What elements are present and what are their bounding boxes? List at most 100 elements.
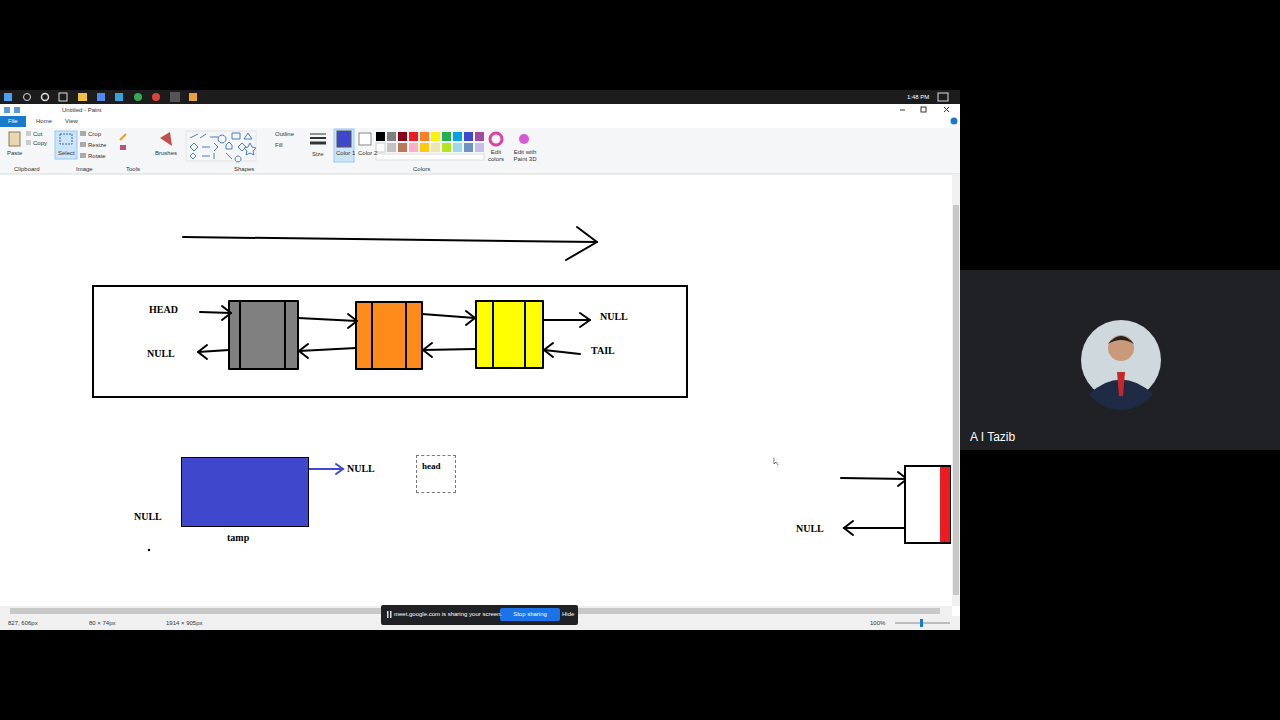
linked-list-illustration	[222, 306, 231, 320]
ribbon-group: Image	[76, 166, 93, 173]
ribbon-group: Tools	[126, 166, 140, 173]
node-text: head	[422, 462, 441, 472]
scrollbars-status	[0, 174, 960, 630]
ribbon-icons	[376, 132, 484, 160]
ribbon-icons	[387, 132, 396, 141]
paint-window	[0, 174, 960, 175]
node-text: NULL	[600, 311, 628, 322]
ribbon-icons	[398, 143, 407, 152]
ribbon-icons	[442, 143, 451, 152]
ribbon-button: Color 1	[336, 150, 355, 157]
ribbon-icons	[376, 132, 385, 141]
participant-tile	[1081, 320, 1161, 400]
ribbon-icons	[442, 132, 451, 141]
temp-node-sketch	[148, 458, 950, 551]
paint-window	[951, 118, 958, 125]
status-text: 100%	[870, 620, 885, 627]
ribbon-icons	[453, 143, 462, 152]
temp-node-sketch	[336, 464, 343, 474]
linked-list-illustration	[299, 348, 356, 351]
participant-tile	[960, 270, 1280, 450]
ribbon-icons	[9, 132, 20, 146]
text-selection-box: head	[416, 455, 456, 493]
meet-share-bar	[390, 611, 392, 618]
ribbon-icons	[453, 132, 462, 141]
linked-list-illustration	[298, 318, 357, 321]
ribbon-button: Select	[58, 150, 75, 157]
ribbon-button: Fill	[275, 142, 283, 149]
linked-list-illustration	[422, 314, 475, 318]
ribbon-icons	[376, 154, 484, 160]
linked-list-illustration	[183, 227, 597, 369]
linked-list-illustration	[405, 302, 407, 369]
ribbon-icons	[80, 131, 86, 136]
temp-node-sketch	[844, 527, 905, 529]
ribbon-button: Size	[312, 151, 324, 158]
menu-tab: File	[8, 118, 18, 125]
ribbon-group: Shapes	[234, 166, 254, 173]
meet-share-bar	[381, 605, 578, 625]
temp-node-sketch	[844, 521, 853, 535]
ribbon-icons	[464, 132, 473, 141]
ribbon-group: Colors	[413, 166, 430, 173]
ribbon-icons	[475, 132, 484, 141]
status-text: 827, 606px	[8, 620, 38, 627]
participant-tile	[960, 270, 1280, 450]
ribbon-icons	[60, 134, 72, 144]
ribbon-button: Brushes	[155, 150, 177, 157]
ribbon-icons	[120, 145, 126, 150]
ribbon-icons	[337, 131, 351, 147]
hide-button: Hide	[562, 611, 574, 618]
ribbon-icons	[310, 137, 326, 139]
ribbon-button: Paste	[7, 150, 22, 157]
taskbar	[0, 90, 960, 104]
linked-list-illustration	[229, 301, 298, 369]
taskbar	[170, 92, 180, 102]
ribbon-icons	[519, 134, 529, 144]
paint-window	[944, 107, 949, 112]
clock: 1:48 PM	[907, 94, 929, 101]
node-text: HEAD	[149, 304, 178, 315]
linked-list-illustration	[423, 349, 475, 350]
taskbar	[24, 94, 31, 101]
ribbon-icons	[490, 133, 502, 145]
ribbon-button: Color 2	[358, 150, 377, 157]
linked-list-illustration	[183, 237, 597, 242]
linked-list-illustration	[200, 312, 231, 313]
ribbon-icons	[310, 134, 326, 135]
ribbon-button: Cut	[33, 131, 42, 138]
ribbon-icons	[186, 131, 256, 161]
taskbar	[97, 93, 105, 101]
linked-list-illustration	[356, 302, 422, 369]
ribbon-icons	[409, 143, 418, 152]
paint-window	[0, 116, 26, 127]
taskbar	[189, 93, 197, 101]
paint-window	[921, 107, 926, 112]
linked-list-illustration	[423, 343, 432, 357]
share-notice: meet.google.com is sharing your screen.	[394, 611, 502, 618]
ribbon-icons	[9, 129, 529, 162]
linked-list-illustration	[348, 314, 357, 328]
ribbon-icons	[359, 133, 371, 145]
ribbon-icons	[190, 133, 252, 143]
null-label: NULL	[796, 523, 824, 534]
temp-node-box: tamp	[181, 457, 309, 527]
ribbon-button: Edit colors	[487, 149, 505, 162]
participant-name: A I Tazib	[970, 431, 1015, 444]
participant-tile	[1108, 335, 1134, 361]
node-text: tamp	[227, 532, 249, 543]
linked-list-illustration	[476, 301, 543, 368]
temp-node-sketch	[148, 549, 150, 551]
stop-sharing-button: Stop sharing	[500, 608, 560, 621]
menu-tab: View	[65, 118, 78, 125]
status-text: 80 × 74px	[89, 620, 116, 627]
linked-list-frame: HEADNULLNULLTAIL	[92, 285, 688, 398]
ribbon-icons	[190, 142, 256, 155]
taskbar	[115, 93, 123, 101]
ribbon-icons	[475, 143, 484, 152]
linked-list-illustration	[492, 301, 494, 368]
taskbar	[0, 90, 960, 104]
taskbar	[42, 94, 49, 101]
